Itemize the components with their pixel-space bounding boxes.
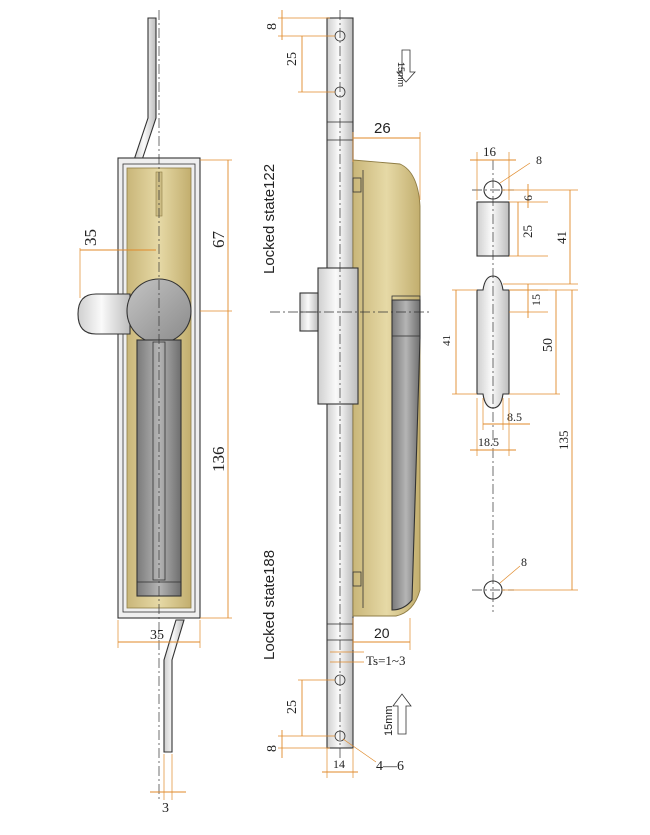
cutout-view: 16 8 6 25 41 15 50 41 <box>441 144 578 612</box>
top-rod <box>133 17 157 161</box>
locked-state-lower: Locked state188 <box>261 550 278 660</box>
dim-hole-offset: 6 <box>521 195 535 201</box>
handle-pin <box>77 293 131 335</box>
cam-block <box>317 267 359 405</box>
dim-front-width-top: 35 <box>81 229 100 246</box>
small-tab-top <box>352 177 362 193</box>
dim-handle-depth-lower: 20 <box>374 625 390 641</box>
dim-cutout-height-left: 41 <box>441 335 453 346</box>
stroke-bottom-label: 15mm <box>383 705 395 736</box>
dim-cutout-height: 50 <box>541 338 556 352</box>
front-view: 35 67 136 35 3 <box>77 10 232 816</box>
dim-cutout-width: 18.5 <box>478 435 499 449</box>
holes-label: 4—6 <box>376 759 404 774</box>
stroke-arrow-up <box>392 693 412 735</box>
dim-hole-offset-bottom: 8 <box>265 745 280 752</box>
dim-front-width-bottom: 35 <box>150 628 164 643</box>
dim-hole-spacing-bottom: 25 <box>285 700 300 714</box>
dim-hole-offset-top: 8 <box>265 23 280 30</box>
dim-hole-dia-bottom: 8 <box>521 555 527 569</box>
side-view: 8 25 15mm 26 Locked state122 Locked stat… <box>261 10 430 778</box>
dim-hole-spacing-top: 25 <box>285 52 300 66</box>
locked-state-upper: Locked state122 <box>261 164 278 274</box>
thickness-range: Ts=1~3 <box>366 653 405 668</box>
dim-front-height-lower: 136 <box>209 447 228 473</box>
dim-handle-depth: 26 <box>374 120 391 137</box>
dim-cutout-top-width: 16 <box>483 144 497 159</box>
small-tab-bottom <box>352 571 362 587</box>
side-lever-top <box>391 295 421 337</box>
dim-plate-width: 14 <box>333 757 345 771</box>
dim-rod-thickness: 3 <box>162 801 169 816</box>
stroke-top-label: 15mm <box>396 62 406 87</box>
side-lever <box>391 299 421 611</box>
dim-front-height-upper: 67 <box>209 231 228 249</box>
dim-hole-dia-top: 8 <box>536 153 542 167</box>
dim-slot-height: 25 <box>520 225 535 238</box>
dim-notch-width: 8.5 <box>507 410 522 424</box>
stroke-arrow-down <box>396 49 416 83</box>
dim-notch-height: 15 <box>529 294 543 306</box>
bottom-rod <box>163 619 185 753</box>
dim-upper-span: 41 <box>554 231 569 244</box>
dim-total-span: 135 <box>556 431 571 451</box>
